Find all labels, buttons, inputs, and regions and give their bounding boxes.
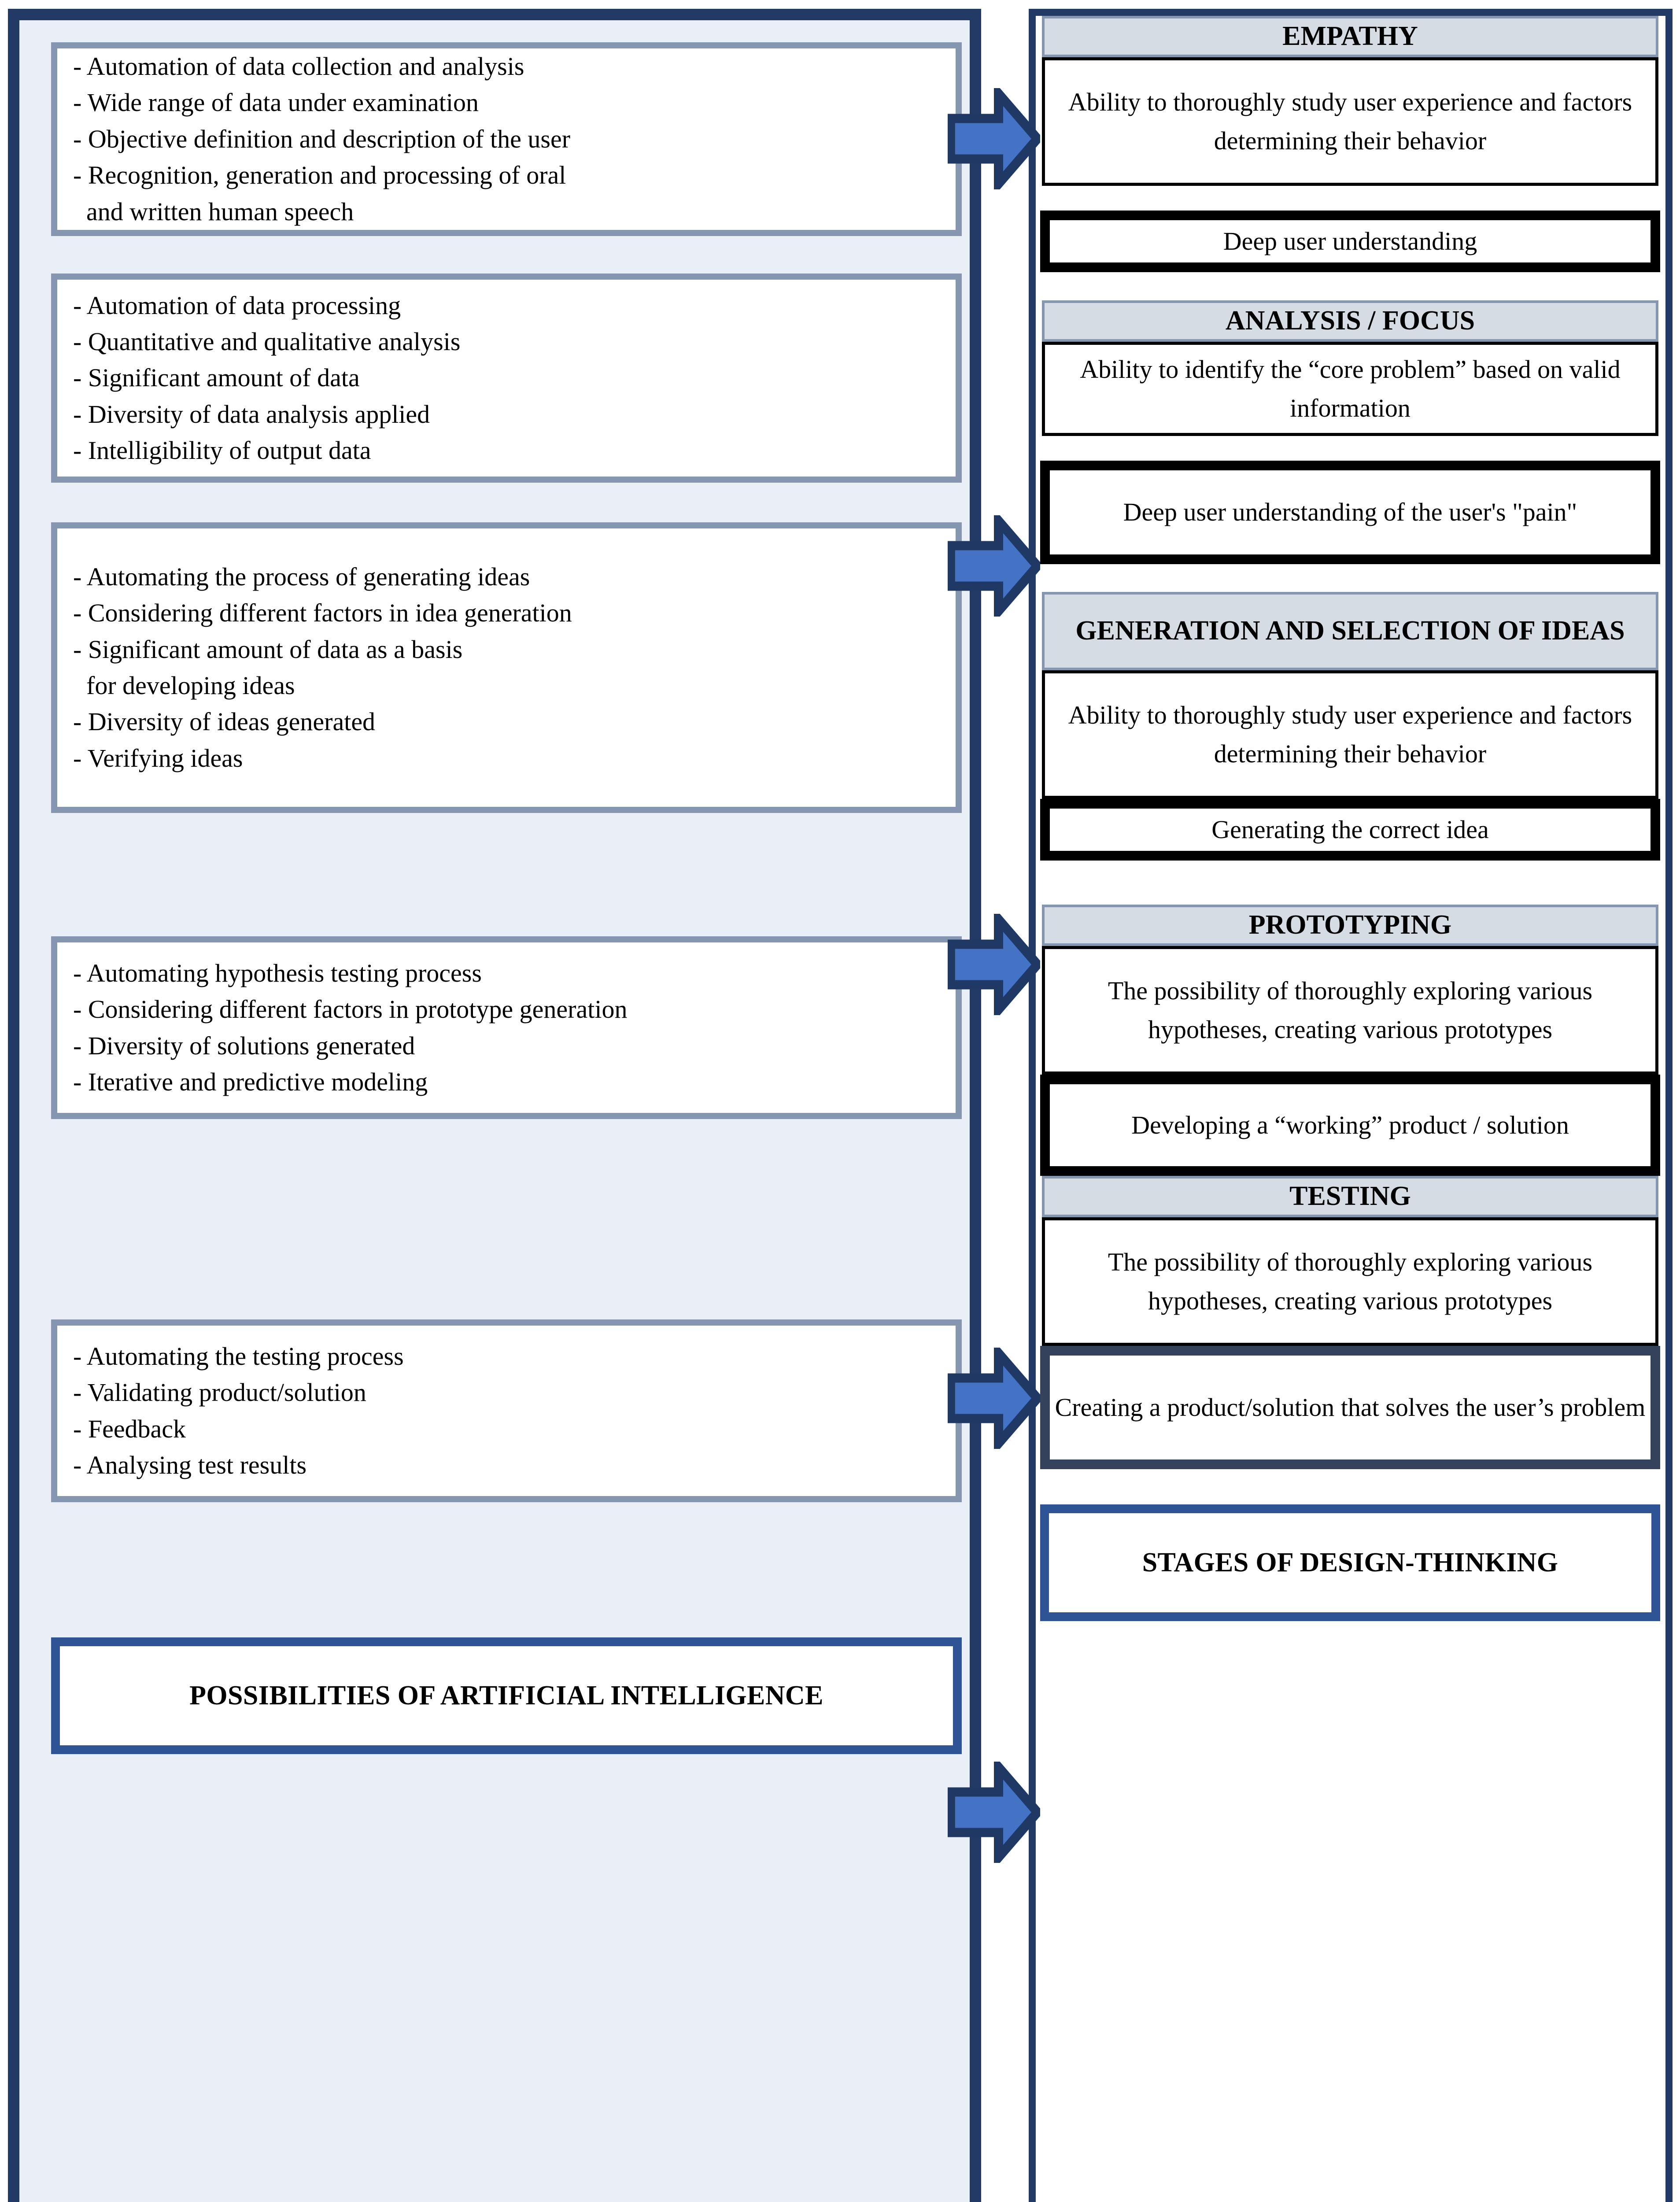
ai-bullet: - Considering different factors in idea …	[73, 599, 572, 628]
left-column-title-box: POSSIBILITIES OF ARTIFICIAL INTELLIGENCE	[51, 1637, 962, 1754]
stage-description-text: Ability to identify the “core problem” b…	[1080, 355, 1621, 422]
ai-bullet: - Validating product/solution	[73, 1378, 366, 1407]
stage-header-label: PROTOTYPING	[1248, 910, 1452, 940]
ai-capability-box-2: - Automation of data processing - Quanti…	[51, 273, 962, 483]
ai-capability-box-4: - Automating hypothesis testing process …	[51, 936, 962, 1119]
ai-capability-box-3: - Automating the process of generating i…	[51, 522, 962, 813]
arrow-generation-ideas	[948, 914, 1040, 1015]
ai-bullet: - Recognition, generation and processing…	[73, 161, 566, 190]
stage-header-analysis-focus: ANALYSIS / FOCUS	[1042, 300, 1658, 342]
ai-bullet: - Significant amount of data as a basis	[73, 635, 463, 664]
stage-outcome-prototyping: Developing a “working” product / solutio…	[1040, 1075, 1660, 1176]
ai-capabilities-panel: - Automation of data collection and anal…	[8, 9, 981, 2202]
stage-outcome-text: Deep user understanding	[1223, 226, 1477, 255]
ai-bullet: - Automating the process of generating i…	[73, 562, 530, 591]
ai-capability-box-5: - Automating the testing process - Valid…	[51, 1319, 962, 1502]
ai-bullet: - Automating the testing process	[73, 1341, 404, 1371]
stage-outcome-generation-of-ideas: Generating the correct idea	[1040, 799, 1660, 861]
stage-outcome-text: Developing a “working” product / solutio…	[1131, 1110, 1569, 1139]
ai-bullet: - Diversity of solutions generated	[73, 1031, 415, 1060]
ai-bullet: - Analysing test results	[73, 1450, 307, 1479]
stage-header-generation-of-ideas: GENERATION AND SELECTION OF IDEAS	[1042, 592, 1658, 670]
stage-outcome-text: Generating the correct idea	[1211, 815, 1489, 844]
ai-bullet: - Verifying ideas	[73, 743, 243, 772]
stage-description-text: Ability to thoroughly study user experie…	[1068, 700, 1632, 768]
ai-bullet: - Considering different factors in proto…	[73, 995, 628, 1024]
ai-bullet: - Significant amount of data	[73, 363, 360, 392]
arrow-empathy	[948, 88, 1040, 189]
stage-description-analysis-focus: Ability to identify the “core problem” b…	[1042, 342, 1658, 436]
stage-description-text: Ability to thoroughly study user experie…	[1068, 87, 1632, 155]
stage-header-label: GENERATION AND SELECTION OF IDEAS	[1075, 616, 1625, 646]
stage-header-prototyping: PROTOTYPING	[1042, 905, 1658, 946]
arrow-analysis-focus	[948, 515, 1040, 617]
left-column-title: POSSIBILITIES OF ARTIFICIAL INTELLIGENCE	[189, 1681, 823, 1711]
ai-bullet: - Automation of data processing	[73, 291, 401, 320]
stage-header-label: ANALYSIS / FOCUS	[1225, 306, 1475, 336]
ai-bullet: - Quantitative and qualitative analysis	[73, 327, 461, 356]
stage-description-generation-of-ideas: Ability to thoroughly study user experie…	[1042, 670, 1658, 799]
ai-bullet: - Objective definition and description o…	[73, 124, 571, 153]
stage-outcome-analysis-focus: Deep user understanding of the user's "p…	[1040, 461, 1660, 564]
ai-bullet: - Intelligibility of output data	[73, 436, 371, 465]
ai-bullet: - Wide range of data under examination	[73, 88, 479, 117]
stage-description-text: The possibility of thoroughly exploring …	[1108, 1247, 1593, 1315]
ai-bullet: - Diversity of ideas generated	[73, 707, 376, 736]
stage-header-empathy: EMPATHY	[1042, 16, 1658, 57]
ai-bullet: - Feedback	[73, 1414, 186, 1443]
ai-bullet: - Automating hypothesis testing process	[73, 958, 482, 987]
stage-header-testing: TESTING	[1042, 1176, 1658, 1217]
right-column-title: STAGES OF DESIGN-THINKING	[1142, 1548, 1558, 1578]
arrow-prototyping	[948, 1348, 1040, 1449]
ai-capability-box-1: - Automation of data collection and anal…	[51, 42, 962, 236]
ai-bullet-continuation: and written human speech	[86, 197, 354, 226]
stage-description-empathy: Ability to thoroughly study user experie…	[1042, 57, 1658, 186]
stage-header-label: EMPATHY	[1282, 21, 1418, 52]
stage-description-testing: The possibility of thoroughly exploring …	[1042, 1217, 1658, 1346]
stage-description-prototyping: The possibility of thoroughly exploring …	[1042, 946, 1658, 1075]
stage-outcome-text: Creating a product/solution that solves …	[1055, 1393, 1646, 1422]
ai-bullet: - Diversity of data analysis applied	[73, 399, 430, 429]
ai-bullet: - Iterative and predictive modeling	[73, 1067, 428, 1096]
arrow-testing	[948, 1762, 1040, 1863]
right-column-title-box: STAGES OF DESIGN-THINKING	[1040, 1504, 1660, 1621]
stage-header-label: TESTING	[1289, 1181, 1411, 1212]
stage-description-text: The possibility of thoroughly exploring …	[1108, 976, 1593, 1044]
design-thinking-panel: EMPATHY Ability to thoroughly study user…	[1029, 9, 1673, 2202]
ai-bullet-continuation: for developing ideas	[86, 671, 295, 700]
stage-outcome-testing: Creating a product/solution that solves …	[1040, 1346, 1660, 1469]
stage-outcome-empathy: Deep user understanding	[1040, 211, 1660, 272]
ai-bullet: - Automation of data collection and anal…	[73, 52, 524, 81]
stage-outcome-text: Deep user understanding of the user's "p…	[1123, 498, 1577, 527]
